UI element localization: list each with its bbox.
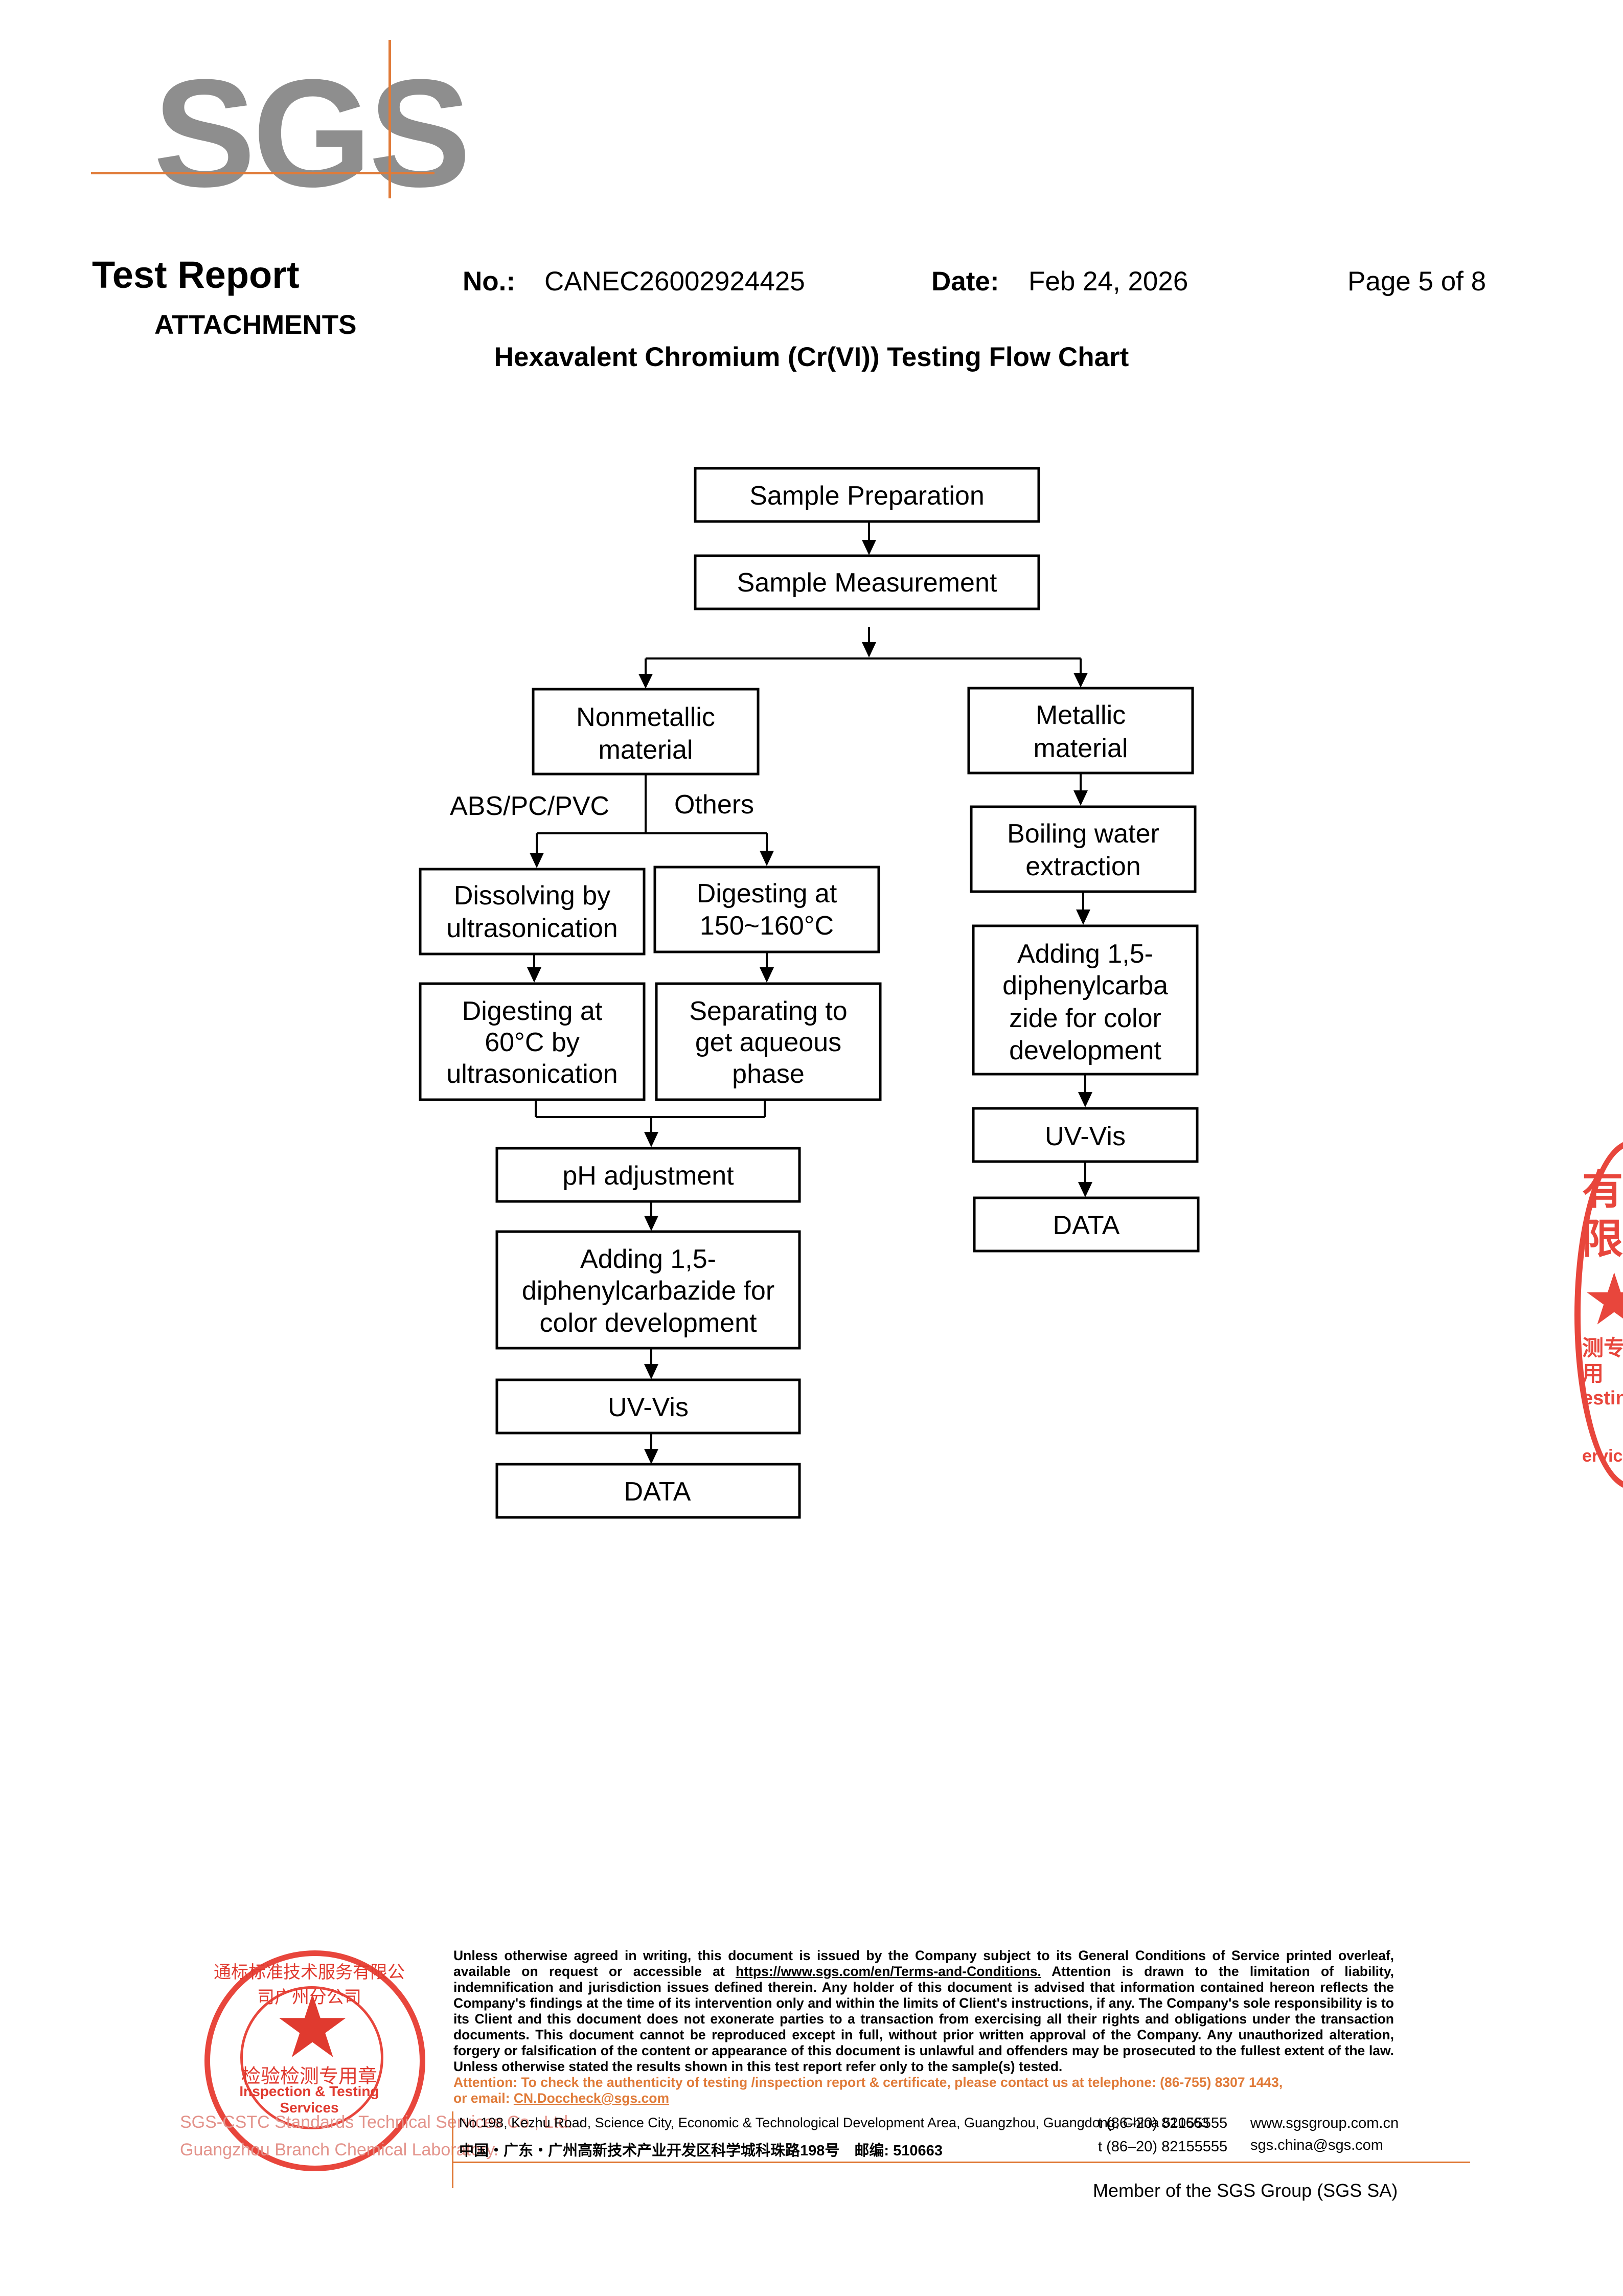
- box-uvvis-left: [495, 1378, 801, 1435]
- box-nonmetallic-line1: Nonmetallic: [576, 702, 715, 732]
- box-data-left: [495, 1463, 801, 1519]
- arrowhead: [1073, 790, 1088, 806]
- box-adding-right-line4: development: [1009, 1036, 1161, 1065]
- company-name-line1: SGS-CSTC Standards Technical Services Co…: [180, 2112, 573, 2132]
- arrowhead: [638, 674, 653, 689]
- box-nonmetallic-line2: material: [599, 735, 693, 765]
- box-uvvis-right: [972, 1107, 1199, 1163]
- terms-link[interactable]: https://www.sgs.com/en/Terms-and-Conditi…: [736, 1964, 1041, 1979]
- box-dissolving: [419, 868, 646, 956]
- box-sample-measurement-label: Sample Measurement: [737, 568, 997, 598]
- footer-divider-vertical: [452, 2111, 453, 2188]
- arrowhead: [1078, 1092, 1092, 1107]
- box-ph-adjustment-label: pH adjustment: [562, 1161, 734, 1191]
- box-separating-line2: get aqueous: [695, 1028, 841, 1057]
- box-data-right: [973, 1196, 1200, 1253]
- report-title: Test Report: [92, 254, 300, 296]
- box-digesting-150-line1: Digesting at: [697, 879, 837, 908]
- arrowhead: [527, 967, 541, 983]
- doccheck-email-link[interactable]: CN.Doccheck@sgs.com: [513, 2090, 670, 2106]
- seal-chinese-text: 检验检测专用章: [241, 2066, 377, 2087]
- legal-disclaimer: Unless otherwise agreed in writing, this…: [453, 1948, 1394, 2106]
- box-boiling-line1: Boiling water: [1007, 819, 1159, 849]
- seal-ring-text: 通标标准技术服务有限公司广州分公司: [214, 1963, 405, 2007]
- box-uvvis-right-label: UV-Vis: [1045, 1122, 1126, 1151]
- box-nonmetallic: [532, 688, 760, 776]
- box-digesting-150-line2: 150~160°C: [700, 911, 834, 941]
- report-number-label: No.:: [463, 266, 516, 297]
- company-seal-inner-ring: [240, 1986, 383, 2129]
- sgs-logo: SGS: [153, 47, 471, 219]
- box-sample-preparation: [694, 467, 1040, 523]
- date-label: Date:: [931, 266, 999, 297]
- box-ph-adjustment: [495, 1147, 801, 1203]
- box-digesting-60-line2: 60°C by: [485, 1028, 580, 1057]
- report-number: CANEC26002924425: [544, 266, 805, 297]
- box-adding-left: [495, 1230, 801, 1350]
- arrowhead: [644, 1364, 658, 1379]
- label-abs-pc-pvc: ABS/PC/PVC: [450, 791, 609, 821]
- arrowhead: [760, 967, 774, 983]
- box-uvvis-left-label: UV-Vis: [608, 1393, 689, 1422]
- box-dissolving-line2: ultrasonication: [446, 914, 618, 943]
- arrowhead: [1076, 910, 1090, 925]
- report-date: Feb 24, 2026: [1028, 266, 1188, 297]
- box-separating-line1: Separating to: [689, 996, 847, 1026]
- seal-star-icon: ★: [273, 1979, 352, 2076]
- arrowhead: [862, 540, 876, 555]
- box-adding-left-line1: Adding 1,5-: [580, 1244, 716, 1274]
- box-boiling: [970, 805, 1197, 893]
- box-separating: [655, 982, 882, 1101]
- box-adding-left-line3: color development: [540, 1308, 757, 1338]
- box-sample-measurement: [694, 554, 1040, 610]
- page-indicator: Page 5 of 8: [1347, 266, 1487, 297]
- phone-1: t (86–20) 82155555: [1098, 2115, 1228, 2131]
- arrowhead: [644, 1216, 658, 1231]
- flow-chart: Sample Preparation Sample Measurement No…: [419, 467, 1200, 1519]
- website-link[interactable]: www.sgsgroup.com.cn: [1250, 2115, 1399, 2131]
- side-seal-text: 有限 ★ 测专用 esting ervices: [1582, 1167, 1623, 1466]
- box-boiling-line2: extraction: [1025, 852, 1140, 881]
- flow-chart-title: Hexavalent Chromium (Cr(VI)) Testing Flo…: [494, 342, 1129, 372]
- address-cn: 中国・广东・广州高新技术产业开发区科学城科珠路198号 邮编: 510663: [459, 2143, 943, 2159]
- attention-text: Attention: To check the authenticity of …: [453, 2075, 1283, 2090]
- phone-2: t (86–20) 82155555: [1098, 2139, 1228, 2155]
- company-seal: [204, 1950, 425, 2171]
- arrowhead: [862, 642, 876, 657]
- box-separating-line3: phase: [732, 1059, 805, 1089]
- box-adding-right-line3: zide for color: [1009, 1004, 1161, 1033]
- arrowhead: [760, 851, 774, 866]
- arrowhead: [644, 1132, 658, 1147]
- box-adding-right-line1: Adding 1,5-: [1017, 939, 1153, 969]
- box-digesting-60-line1: Digesting at: [462, 996, 603, 1026]
- logo-underline: [91, 172, 435, 174]
- logo-vertical-line: [388, 40, 391, 198]
- box-adding-left-line2: diphenylcarbazide for: [522, 1276, 774, 1306]
- box-metallic-line1: Metallic: [1036, 700, 1126, 730]
- box-adding-right-line2: diphenylcarba: [1002, 971, 1168, 1001]
- box-digesting-60: [419, 982, 646, 1101]
- label-others: Others: [674, 790, 754, 820]
- box-sample-preparation-label: Sample Preparation: [749, 481, 985, 511]
- box-data-right-label: DATA: [1053, 1211, 1120, 1240]
- box-digesting-150: [653, 866, 880, 953]
- seal-english-text: Inspection & Testing Services: [239, 2083, 379, 2116]
- box-digesting-60-line3: ultrasonication: [446, 1059, 618, 1089]
- arrowhead: [1073, 673, 1088, 688]
- arrowhead: [530, 853, 544, 868]
- box-dissolving-line1: Dissolving by: [454, 881, 610, 911]
- section-title: ATTACHMENTS: [154, 310, 357, 340]
- box-data-left-label: DATA: [624, 1477, 691, 1507]
- arrowhead: [644, 1449, 658, 1464]
- address-en: No.198, Kezhu Road, Science City, Econom…: [459, 2115, 1209, 2130]
- footer-divider-horizontal: [452, 2162, 1470, 2163]
- company-name-line2: Guangzhou Branch Chemical Laboratory.: [180, 2140, 499, 2159]
- contact-email-link[interactable]: sgs.china@sgs.com: [1250, 2137, 1383, 2153]
- sgs-member-text: Member of the SGS Group (SGS SA): [1093, 2180, 1398, 2201]
- box-adding-right: [972, 924, 1199, 1076]
- box-metallic-line2: material: [1034, 734, 1128, 763]
- arrowhead: [1078, 1182, 1092, 1197]
